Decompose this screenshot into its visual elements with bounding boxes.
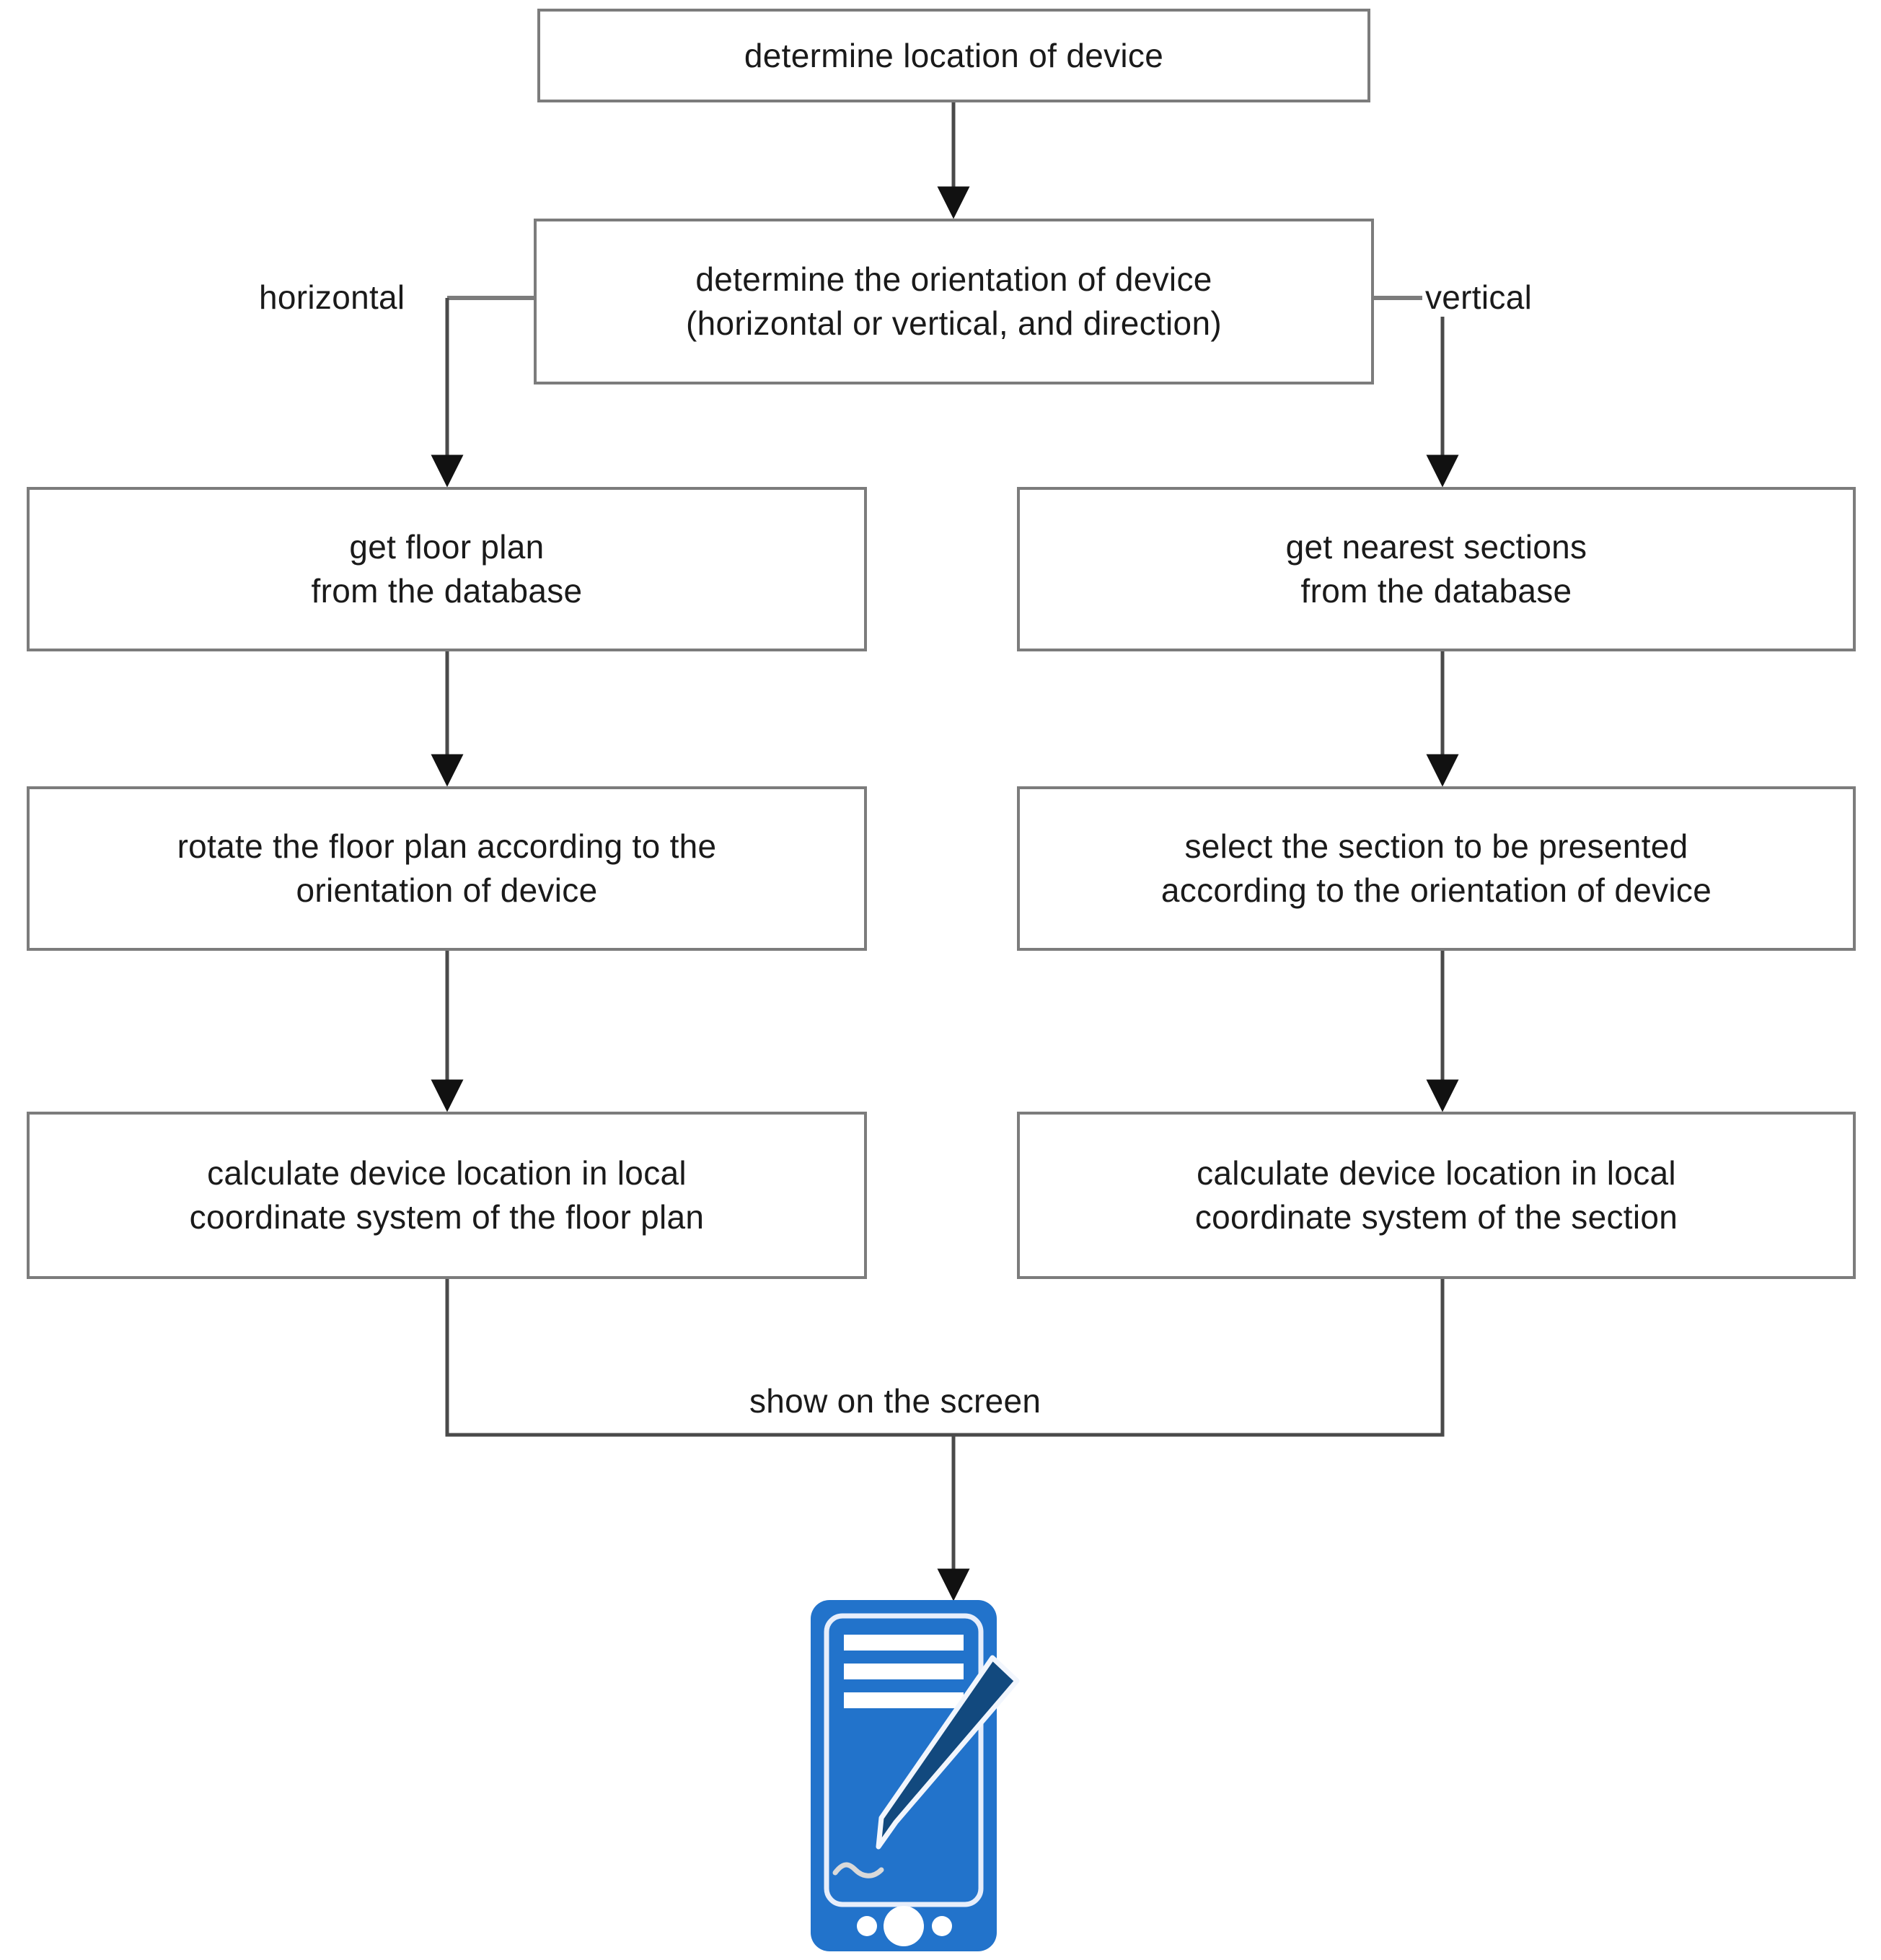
node-determine-orientation[interactable]: determine the orientation of device (hor…	[534, 219, 1374, 384]
node-label: rotate the floor plan according to the o…	[177, 827, 717, 909]
node-get-nearest-sections[interactable]: get nearest sections from the database	[1017, 487, 1856, 651]
node-determine-location[interactable]: determine location of device	[537, 9, 1370, 102]
node-calculate-location-section[interactable]: calculate device location in local coord…	[1017, 1112, 1856, 1279]
edge-label-vertical: vertical	[1422, 278, 1536, 317]
edge-label-show-on-screen: show on the screen	[746, 1381, 1044, 1420]
edge-orientation-vertical	[1374, 296, 1459, 488]
node-select-section[interactable]: select the section to be presented accor…	[1017, 786, 1856, 951]
node-label: determine location of device	[744, 36, 1164, 74]
node-rotate-floor-plan[interactable]: rotate the floor plan according to the o…	[27, 786, 867, 951]
node-label: get floor plan from the database	[311, 528, 583, 610]
node-get-floor-plan[interactable]: get floor plan from the database	[27, 487, 867, 651]
node-calculate-location-floor-plan[interactable]: calculate device location in local coord…	[27, 1112, 867, 1279]
node-label: determine the orientation of device (hor…	[686, 260, 1222, 342]
node-label: calculate device location in local coord…	[1194, 1154, 1678, 1236]
edge-merge-to-device	[445, 1279, 1445, 1601]
node-label: get nearest sections from the database	[1285, 528, 1587, 610]
edge-orientation-horizontal	[431, 296, 534, 488]
node-label: select the section to be presented accor…	[1160, 827, 1712, 909]
node-label: calculate device location in local coord…	[189, 1154, 705, 1236]
edge-label-horizontal: horizontal	[256, 278, 408, 317]
pda-stylus-icon	[811, 1600, 1020, 1951]
